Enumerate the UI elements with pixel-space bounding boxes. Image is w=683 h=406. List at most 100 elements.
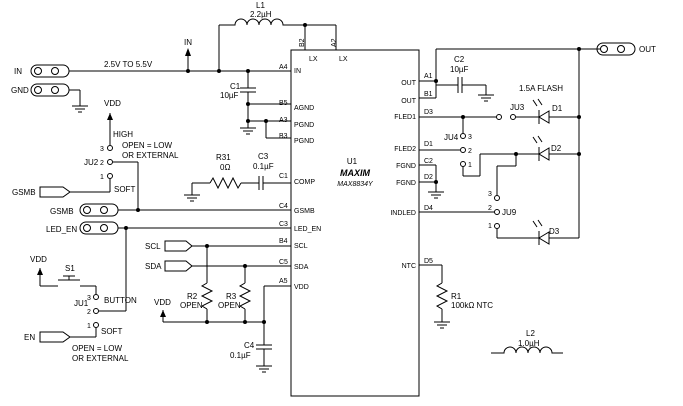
l2-ref: L2 bbox=[526, 329, 535, 338]
jumper-ju1[interactable] bbox=[93, 294, 99, 328]
pin-num-a4: A4 bbox=[279, 64, 288, 71]
c3-value: 0.1µF bbox=[253, 162, 274, 171]
ju3-pin-1 bbox=[496, 114, 502, 120]
pin-num-b2: B2 bbox=[299, 38, 306, 47]
gsmb-terminal-hole-2 bbox=[100, 206, 108, 214]
r3-value: OPEN bbox=[218, 301, 241, 310]
gsmb-connector[interactable] bbox=[79, 203, 119, 217]
d3-ref: D3 bbox=[549, 227, 560, 236]
led-d2 bbox=[532, 135, 579, 161]
junction bbox=[434, 79, 438, 83]
junction bbox=[205, 320, 209, 324]
in-probe-label: IN bbox=[184, 38, 192, 47]
c4-value: 0.1µF bbox=[230, 351, 251, 360]
pin-num-b3: B3 bbox=[279, 133, 288, 140]
d1-light-ray-1 bbox=[532, 99, 538, 107]
gnd-connector[interactable] bbox=[30, 83, 70, 97]
pin-name-comp: COMP bbox=[294, 179, 315, 186]
pin-name-fgnd-d2: FGND bbox=[396, 180, 416, 187]
input-connector[interactable] bbox=[30, 64, 70, 78]
pin-name-fled1: FLED1 bbox=[394, 114, 416, 121]
pin-name-vdd: VDD bbox=[294, 284, 309, 291]
out-terminal-body bbox=[596, 42, 636, 56]
ic-ref: U1 bbox=[347, 157, 358, 166]
pushbutton-s1[interactable] bbox=[56, 275, 80, 287]
out-terminal-hole-1 bbox=[600, 45, 608, 53]
l1-value: 2.2µH bbox=[250, 10, 272, 19]
ju2-pin-2-label: 2 bbox=[100, 160, 104, 167]
l2-value: 1.0µH bbox=[518, 339, 540, 348]
ju1-pin-3 bbox=[93, 294, 99, 300]
pin-name-pgnd-b3: PGND bbox=[294, 138, 314, 145]
out-connector[interactable] bbox=[596, 42, 636, 56]
jumper-ju4[interactable] bbox=[460, 133, 466, 167]
ic-left-pin-names: IN AGND PGND PGND COMP GSMB LED_EN SCL S… bbox=[294, 68, 321, 291]
pin-name-led-en: LED_EN bbox=[294, 226, 321, 233]
resistor-r31 bbox=[209, 176, 242, 190]
ic-right-pin-names: OUT OUT FLED1 FLED2 FGND FGND INDLED NTC bbox=[390, 80, 416, 270]
pin-num-a1: A1 bbox=[424, 73, 433, 80]
r2-value: OPEN bbox=[180, 301, 203, 310]
ju4-pin-3 bbox=[460, 133, 466, 139]
led-d3 bbox=[532, 219, 579, 245]
resistor-r3 bbox=[238, 282, 252, 310]
ju2-high-label: HIGH bbox=[113, 130, 133, 139]
jumper-ju2[interactable] bbox=[107, 145, 113, 179]
junction bbox=[264, 119, 268, 123]
pin-name-sda: SDA bbox=[294, 264, 309, 271]
jumper-ju3[interactable] bbox=[496, 114, 516, 120]
scl-label: SCL bbox=[145, 242, 161, 251]
d2-ref: D2 bbox=[551, 144, 562, 153]
ground-symbol-c2 bbox=[478, 94, 494, 102]
input-terminal-body bbox=[30, 64, 70, 78]
d1-light-ray-2 bbox=[537, 98, 543, 106]
resistor-r2 bbox=[200, 282, 214, 310]
flash-current-label: 1.5A FLASH bbox=[519, 84, 563, 93]
ju1-pin-1-label: 1 bbox=[87, 323, 91, 330]
in-arrow-icon bbox=[185, 48, 191, 56]
junction bbox=[246, 102, 250, 106]
ju9-pin-2-label: 2 bbox=[488, 205, 492, 212]
out-terminal-hole-2 bbox=[617, 45, 625, 53]
ju1-pin-2 bbox=[93, 308, 99, 314]
pin-name-agnd: AGND bbox=[294, 105, 314, 112]
ju4-pin-2-label: 2 bbox=[468, 148, 472, 155]
d3-light-ray-1 bbox=[532, 220, 538, 228]
pin-name-pgnd-a3: PGND bbox=[294, 122, 314, 129]
d2-triangle bbox=[538, 147, 550, 161]
ju1-soft-label: SOFT bbox=[101, 327, 122, 336]
pin-name-indled: INDLED bbox=[390, 210, 416, 217]
ju2-open-low: OPEN = LOW bbox=[122, 141, 172, 150]
pin-num-d3: D3 bbox=[424, 109, 433, 116]
ju1-pin-2-label: 2 bbox=[87, 309, 91, 316]
led-en-connector[interactable] bbox=[79, 221, 119, 235]
ic-part-number: MAX8834Y bbox=[337, 181, 374, 188]
jumper-ju9[interactable] bbox=[494, 195, 500, 229]
r1-value: 100kΩ NTC bbox=[451, 301, 493, 310]
led-d1 bbox=[532, 98, 579, 124]
junction bbox=[577, 47, 581, 51]
d3-triangle bbox=[538, 231, 550, 245]
d2-light-ray-1 bbox=[532, 136, 538, 144]
d3-light-ray-2 bbox=[537, 219, 543, 227]
pin-name-fled2: FLED2 bbox=[394, 146, 416, 153]
junction bbox=[303, 23, 307, 27]
pin-name-ntc: NTC bbox=[402, 263, 416, 270]
r2-ref: R2 bbox=[187, 292, 198, 301]
ju2-ref: JU2 bbox=[84, 158, 99, 167]
ju1-ref: JU1 bbox=[74, 299, 89, 308]
in-label: IN bbox=[14, 67, 22, 76]
gnd-label: GND bbox=[11, 86, 29, 95]
ju1-button-label: BUTTON bbox=[104, 296, 137, 305]
pin-name-out-b1: OUT bbox=[401, 98, 417, 105]
gnd-terminal-hole-1 bbox=[34, 86, 42, 94]
pin-num-d1: D1 bbox=[424, 141, 433, 148]
input-terminal-hole-2 bbox=[51, 67, 59, 75]
ju3-pin-2 bbox=[510, 114, 516, 120]
ju2-soft-label: SOFT bbox=[114, 185, 135, 194]
ju9-pin-1-label: 1 bbox=[488, 223, 492, 230]
pin-num-c2: C2 bbox=[424, 158, 433, 165]
inductor-l1 bbox=[219, 18, 306, 50]
ju2-or-external: OR EXTERNAL bbox=[122, 151, 179, 160]
